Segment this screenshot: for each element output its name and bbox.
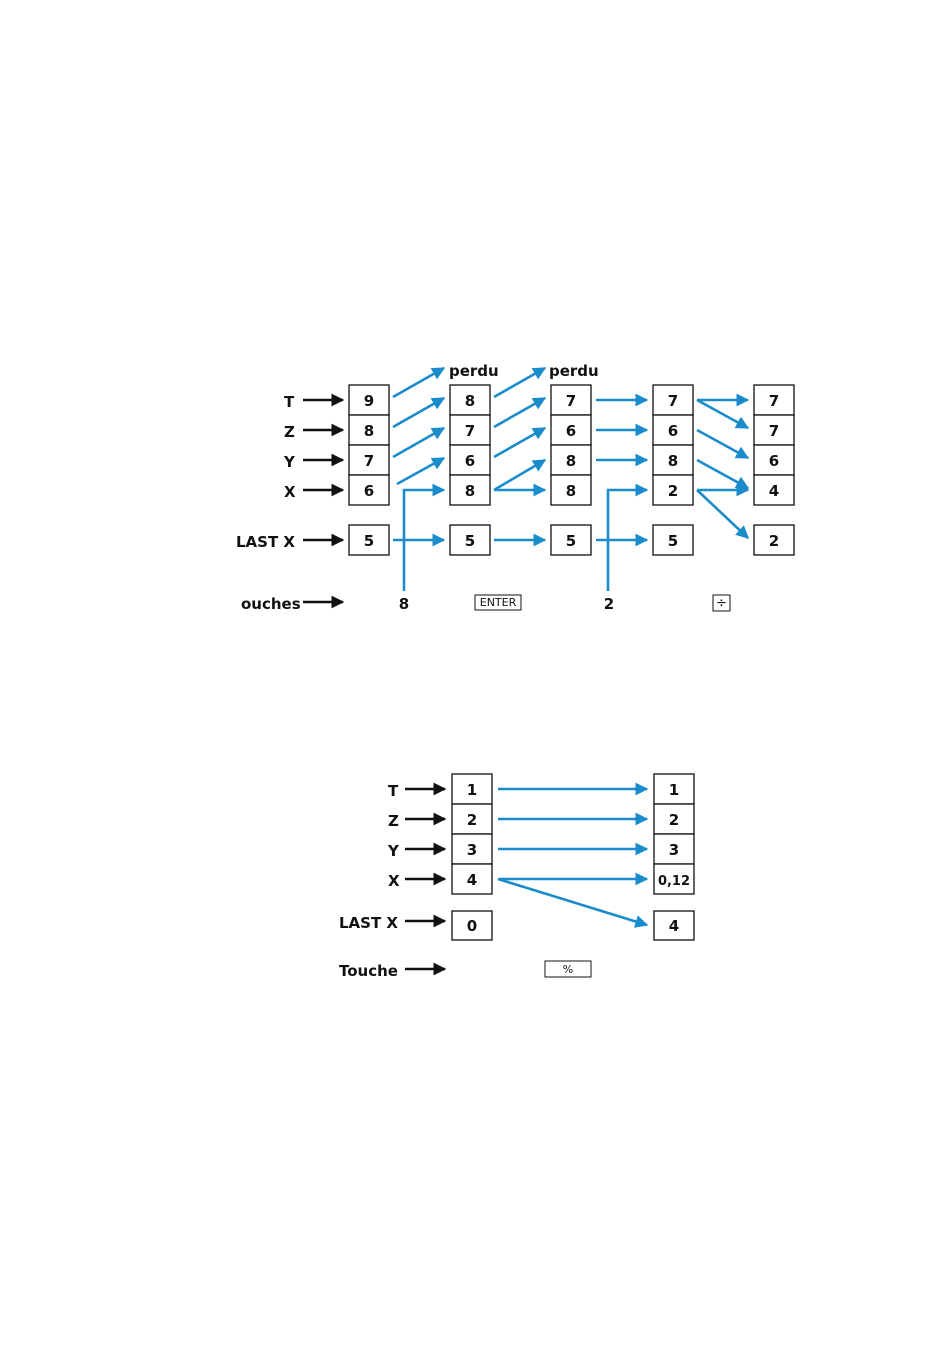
label-t: T <box>284 393 295 411</box>
register-last-x: 5 <box>566 532 576 550</box>
register-t: 7 <box>566 392 576 410</box>
label-x: X <box>284 483 296 501</box>
stack-stage-1: 1 2 3 4 0 <box>452 774 492 940</box>
register-last-x: 5 <box>668 532 678 550</box>
label-last-x: LAST X <box>339 914 398 932</box>
stack-stage-1: 9 8 7 6 5 <box>349 385 389 555</box>
label-keys: Touche <box>339 962 398 980</box>
svg-text:%: % <box>563 963 573 976</box>
key-2: 2 <box>604 595 614 613</box>
register-y: 8 <box>668 452 678 470</box>
register-t: 1 <box>669 781 679 799</box>
flow-arrows-1-2 <box>393 368 444 591</box>
register-t: 7 <box>769 392 779 410</box>
register-y: 3 <box>467 841 477 859</box>
register-last-x: 0 <box>467 917 477 935</box>
label-y: Y <box>283 453 296 471</box>
stack-stage-2: 1 2 3 0,12 4 <box>654 774 694 940</box>
label-t: T <box>388 782 399 800</box>
register-z: 7 <box>769 422 779 440</box>
key-divide: ÷ <box>713 595 730 611</box>
stack-stage-4: 7 6 8 2 5 <box>653 385 693 555</box>
svg-text:÷: ÷ <box>716 596 727 611</box>
register-last-x: 4 <box>669 917 679 935</box>
stack-stage-3: 7 6 8 8 5 <box>551 385 591 555</box>
register-z: 6 <box>668 422 678 440</box>
register-z: 6 <box>566 422 576 440</box>
register-t: 9 <box>364 392 374 410</box>
register-x: 4 <box>467 871 477 889</box>
diagram-1: T Z Y X LAST X ouches perdu perdu 9 8 7 … <box>236 362 794 613</box>
register-x: 6 <box>364 482 374 500</box>
register-last-x: 5 <box>465 532 475 550</box>
register-t: 7 <box>668 392 678 410</box>
register-y: 6 <box>465 452 475 470</box>
register-z: 8 <box>364 422 374 440</box>
register-y: 3 <box>669 841 679 859</box>
register-y: 8 <box>566 452 576 470</box>
label-keys: ouches <box>241 595 301 613</box>
label-z: Z <box>284 423 295 441</box>
register-z: 7 <box>465 422 475 440</box>
flow-arrows-2-3 <box>494 368 545 540</box>
register-last-x: 2 <box>769 532 779 550</box>
label-z: Z <box>388 812 399 830</box>
lost-label-1: perdu <box>449 362 499 380</box>
register-t: 1 <box>467 781 477 799</box>
register-x: 8 <box>465 482 475 500</box>
key-enter: ENTER <box>475 595 521 610</box>
flow-arrows-4-5 <box>697 400 748 538</box>
flow-arrows-3-4 <box>596 400 647 591</box>
register-y: 7 <box>364 452 374 470</box>
register-x: 0,12 <box>658 874 690 889</box>
key-percent: % <box>545 961 591 977</box>
flow-arrows-percent <box>498 789 647 925</box>
register-z: 2 <box>669 811 679 829</box>
label-x: X <box>388 872 400 890</box>
register-x: 8 <box>566 482 576 500</box>
label-last-x: LAST X <box>236 533 295 551</box>
register-t: 8 <box>465 392 475 410</box>
stack-stage-2: 8 7 6 8 5 <box>450 385 490 555</box>
key-8: 8 <box>399 595 409 613</box>
register-x: 4 <box>769 482 779 500</box>
stack-stage-5: 7 7 6 4 2 <box>754 385 794 555</box>
register-y: 6 <box>769 452 779 470</box>
lost-label-2: perdu <box>549 362 599 380</box>
register-last-x: 5 <box>364 532 374 550</box>
register-z: 2 <box>467 811 477 829</box>
diagram-2: T Z Y X LAST X Touche 1 2 3 4 0 <box>339 774 694 980</box>
register-x: 2 <box>668 482 678 500</box>
svg-text:ENTER: ENTER <box>480 596 517 609</box>
label-y: Y <box>387 842 400 860</box>
